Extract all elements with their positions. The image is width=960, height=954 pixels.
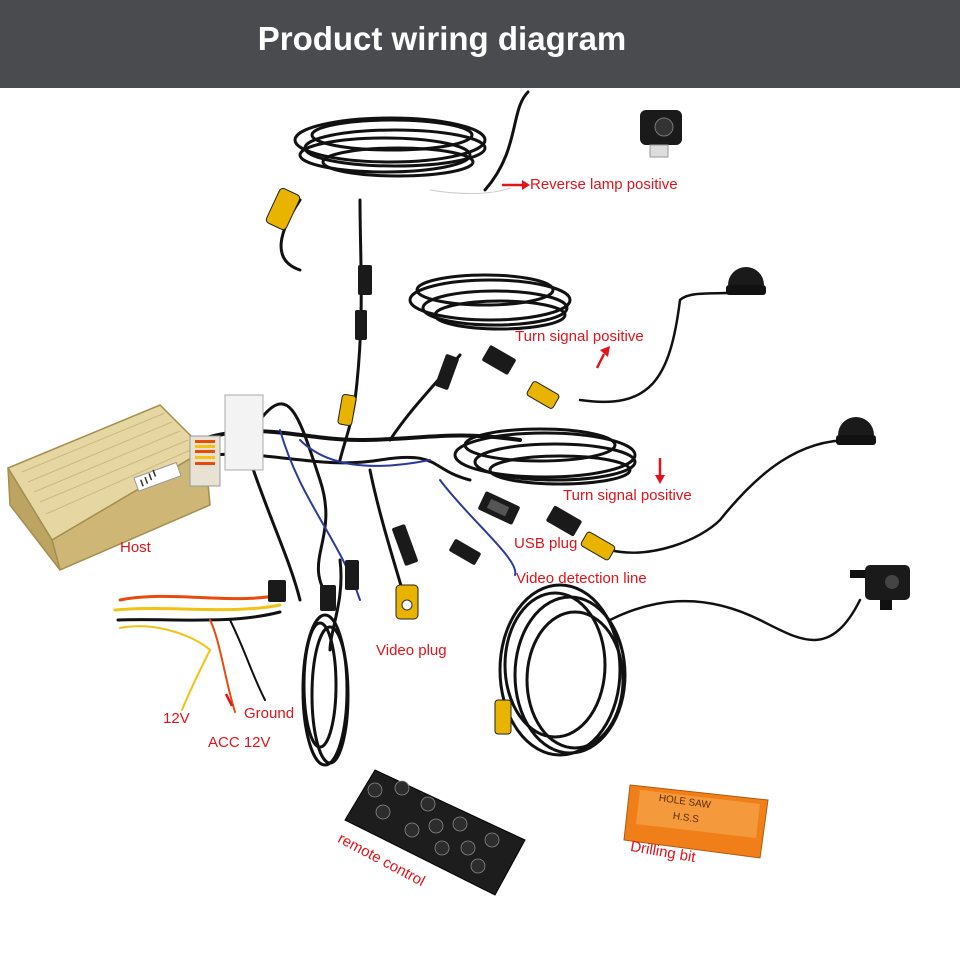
- label-turn-signal-positive-1: Turn signal positive: [515, 328, 644, 345]
- cable-coil-left-bottom: [301, 613, 350, 767]
- remote-control: [344, 769, 526, 896]
- label-ground: Ground: [244, 705, 295, 722]
- label-reverse-lamp-positive: Reverse lamp positive: [530, 176, 678, 193]
- bracket-camera: [850, 565, 910, 610]
- label-usb-plug: USB plug: [514, 535, 578, 552]
- rear-camera-top: [640, 110, 682, 158]
- black-connectors: [268, 265, 582, 611]
- cable-coil-mid-upper: [408, 273, 572, 331]
- cable-coil-bottom: [498, 583, 627, 757]
- red-arrows: [224, 180, 665, 707]
- label-video-plug: Video plug: [376, 642, 447, 659]
- cable-coil-mid-lower: [453, 427, 637, 486]
- yellow-connectors: [265, 187, 616, 735]
- label-acc-12v: ACC 12V: [208, 734, 271, 751]
- dome-camera-2: [836, 417, 876, 445]
- label-12v: 12V: [163, 710, 190, 727]
- host-unit: [6, 394, 264, 572]
- label-turn-signal-positive-2: Turn signal positive: [563, 487, 692, 504]
- label-host: Host: [120, 539, 151, 556]
- cable-coil-top: [293, 116, 487, 178]
- label-video-detection-line: Video detection line: [516, 570, 647, 587]
- page-title: Product wiring diagram: [257, 20, 627, 57]
- drill-box-hss: H.S.S: [672, 810, 700, 826]
- header-bar: Product wiring diagram: [0, 0, 960, 88]
- drill-bit-box: [623, 784, 769, 859]
- usb-plug: [478, 491, 520, 525]
- camera-cables: [578, 290, 862, 642]
- dome-camera-1: [726, 267, 766, 295]
- power-wire-bundle: [113, 593, 282, 713]
